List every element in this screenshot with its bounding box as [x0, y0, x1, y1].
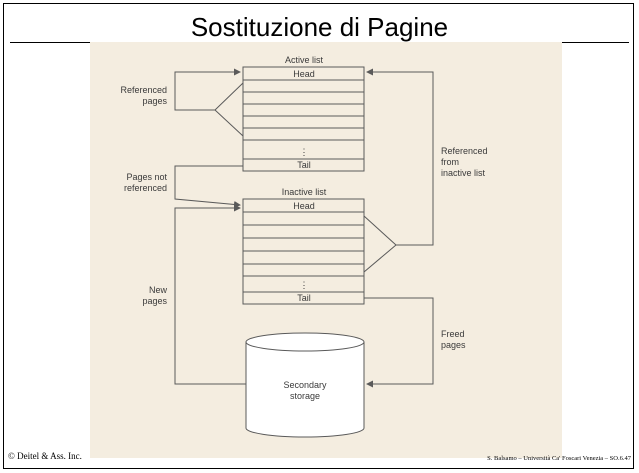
active-list-caption: Active list: [285, 55, 324, 65]
inactive-list-caption: Inactive list: [282, 187, 327, 197]
slide-title: Sostituzione di Pagine: [190, 12, 449, 42]
referenced-pages-label-1: Referenced: [120, 85, 167, 95]
active-list: [242, 66, 365, 172]
referenced-from-inactive-label-2: from: [441, 157, 459, 167]
new-pages-label-1: New: [149, 285, 168, 295]
copyright-footer: © Deitel & Ass. Inc.: [8, 451, 82, 461]
new-pages-arrow: [174, 204, 246, 385]
storage-label-line1: Secondary: [283, 380, 327, 390]
referenced-from-inactive-arrow: [366, 68, 434, 246]
pages-not-referenced-arrow: [174, 165, 243, 208]
inactive-list-ellipsis: ⋮: [300, 280, 309, 290]
slide-frame: [3, 3, 634, 469]
storage-label-line2: storage: [290, 391, 320, 401]
pages-not-referenced-label-2: referenced: [124, 183, 167, 193]
referenced-from-inactive-label-3: inactive list: [441, 168, 486, 178]
inactive-list: [242, 198, 365, 305]
inactive-pages-bracket: [363, 215, 397, 273]
freed-pages-arrow: [364, 297, 434, 388]
pages-not-referenced-label-1: Pages not: [126, 172, 167, 182]
new-pages-label-2: pages: [142, 296, 167, 306]
inactive-list-head: Head: [293, 201, 315, 211]
referenced-pages-bracket: [214, 82, 244, 137]
referenced-pages-label-2: pages: [142, 96, 167, 106]
inactive-list-tail: Tail: [297, 293, 311, 303]
secondary-storage-cylinder: [245, 332, 365, 438]
referenced-from-inactive-label-1: Referenced: [441, 146, 488, 156]
freed-pages-label-1: Freed: [441, 329, 465, 339]
active-list-tail: Tail: [297, 160, 311, 170]
freed-pages-label-2: pages: [441, 340, 466, 350]
author-footer: S. Balsamo – Università Ca' Foscari Vene…: [487, 455, 631, 462]
active-list-ellipsis: ⋮: [300, 147, 309, 157]
referenced-pages-arrow: [174, 68, 241, 111]
active-list-head: Head: [293, 69, 315, 79]
